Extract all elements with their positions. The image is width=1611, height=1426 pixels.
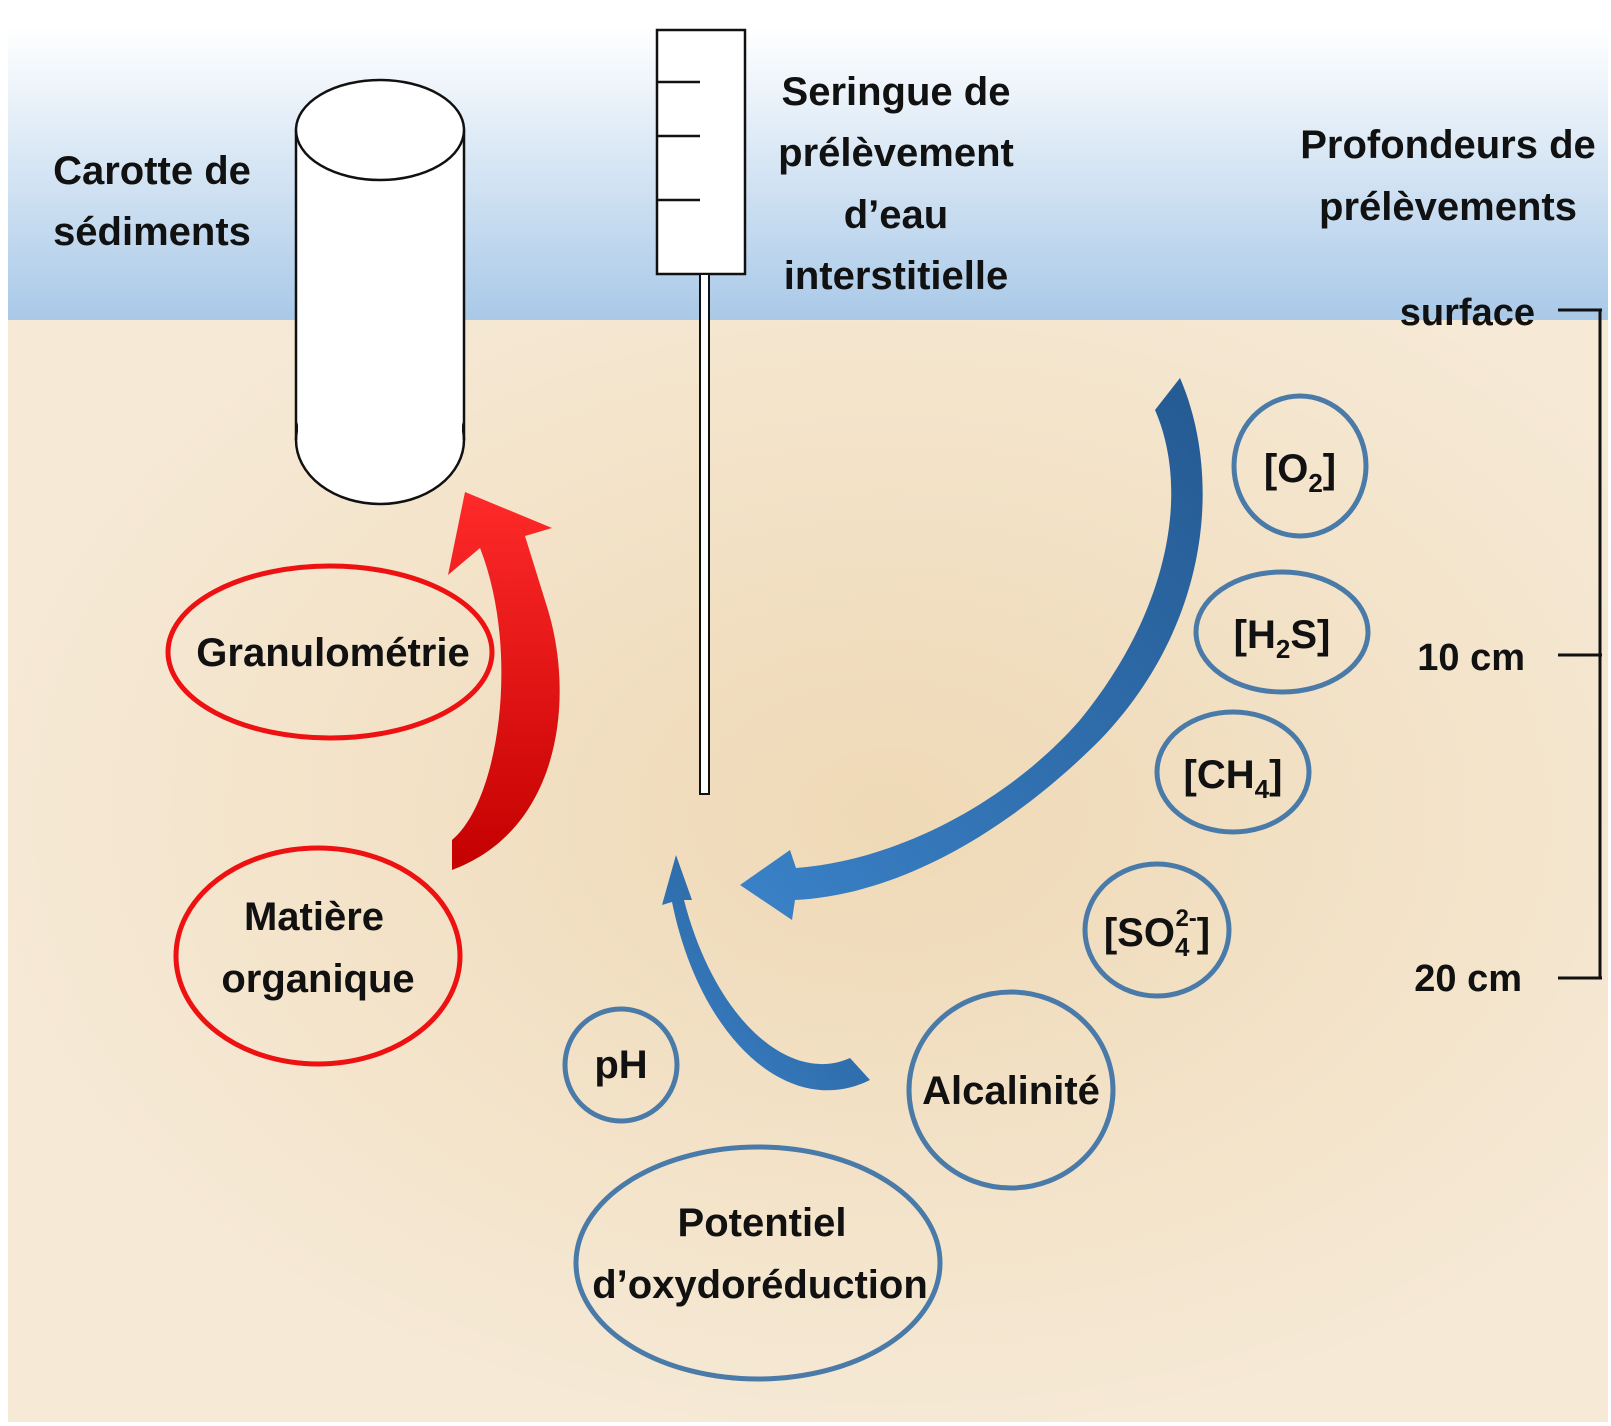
potentiel-ellipse [573, 1144, 943, 1382]
matiere-organique-ellipse [173, 845, 463, 1067]
water-layer [8, 28, 1608, 320]
syringe-icon [655, 28, 747, 795]
ph-label: pH [594, 1043, 647, 1087]
core-label-line1: Carotte de [53, 149, 251, 193]
blue-curved-arrow-large [740, 378, 1203, 920]
syringe-label-line4: interstitielle [784, 254, 1009, 298]
so4-ellipse [1082, 861, 1232, 999]
matiere-label-line1: Matière [244, 895, 384, 939]
o2-label: [O2] [1264, 447, 1336, 498]
syringe-label-line2: prélèvement [778, 131, 1014, 175]
alcalinite-ellipse [906, 989, 1116, 1191]
core-label-line2: sédiments [53, 210, 251, 254]
depth-surface-label: surface [1400, 292, 1535, 334]
o2-ellipse [1231, 393, 1369, 539]
granulometrie-label: Granulométrie [196, 631, 469, 675]
depth-10cm-label: 10 cm [1417, 637, 1525, 679]
core-label: Carotte de sédiments [53, 149, 251, 254]
ch4-ellipse [1154, 709, 1312, 835]
ph-ellipse [562, 1006, 680, 1124]
depths-title: Profondeurs de prélèvements [1300, 123, 1596, 229]
blue-curved-arrow-small [662, 855, 870, 1091]
depths-title-line2: prélèvements [1319, 185, 1577, 229]
potentiel-label-line1: Potentiel [678, 1201, 847, 1245]
matiere-label-line2: organique [221, 957, 414, 1001]
red-curved-arrow [448, 492, 560, 870]
syringe-label: Seringue de prélèvement d’eau interstiti… [778, 70, 1014, 298]
syringe-label-line1: Seringue de [782, 70, 1011, 114]
ch4-label: [CH4] [1184, 753, 1283, 804]
potentiel-label-line2: d’oxydoréduction [592, 1263, 928, 1307]
depth-20cm-label: 20 cm [1414, 958, 1522, 1000]
syringe-label-line3: d’eau [844, 193, 948, 237]
sediment-core-cylinder [294, 78, 466, 506]
h2s-label: [H2S] [1234, 613, 1331, 664]
so4-label: [SO42-] [1104, 905, 1210, 962]
h2s-ellipse [1193, 569, 1371, 695]
alcalinite-label: Alcalinité [922, 1069, 1100, 1113]
depths-title-line1: Profondeurs de [1300, 123, 1596, 167]
depth-scale [1558, 308, 1602, 980]
granulometrie-ellipse [165, 563, 495, 741]
